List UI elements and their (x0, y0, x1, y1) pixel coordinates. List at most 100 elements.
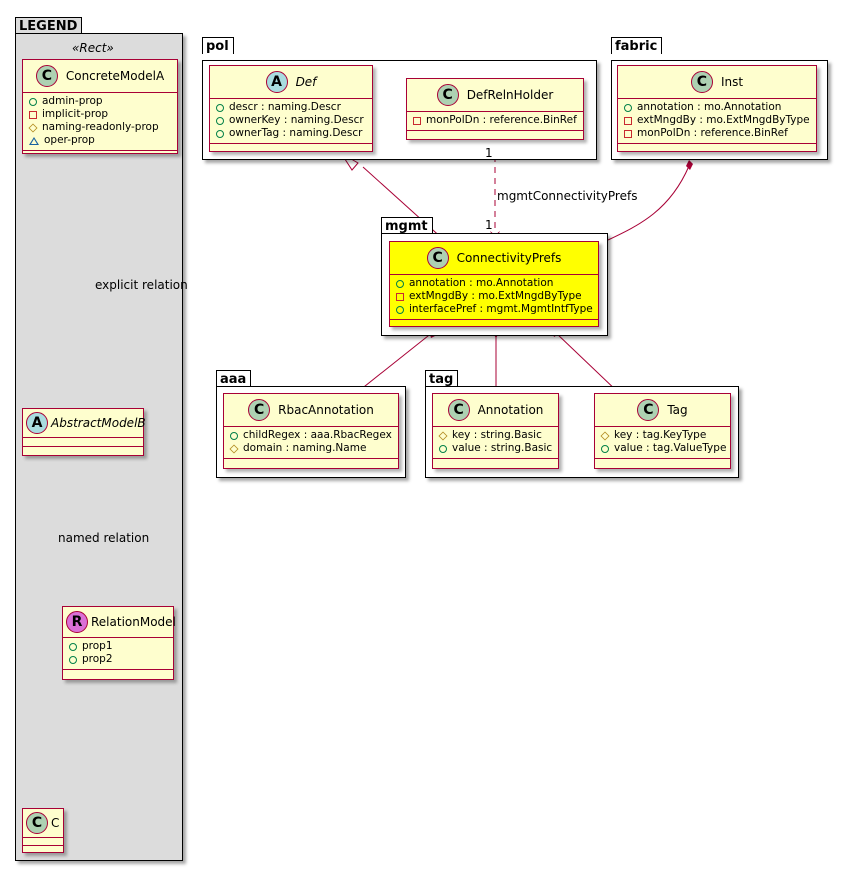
public-visibility-icon (69, 642, 77, 651)
private-visibility-icon (396, 292, 404, 301)
attribute-text: childRegex : aaa.RbacRegex (243, 429, 392, 441)
inst-composition-diamond (686, 160, 693, 170)
attribute-row: implicit-prop (29, 108, 177, 121)
class-header: C Tag (595, 394, 730, 427)
public-visibility-icon (396, 305, 404, 314)
class-def[interactable]: A Def descr : naming.Descr ownerKey : na… (209, 65, 373, 152)
attribute-text: prop1 (82, 640, 113, 652)
class-methods (407, 131, 583, 139)
attribute-text: value : tag.ValueType (614, 442, 727, 454)
private-visibility-icon (29, 110, 37, 119)
class-name: DefRelnHolder (466, 88, 554, 102)
class-badge-icon: C (248, 399, 271, 421)
class-badge-icon: C (35, 65, 58, 87)
class-name: RelationModel (91, 615, 176, 629)
attribute-text: admin-prop (42, 95, 103, 107)
attribute-text: interfacePref : mgmt.MgmtIntfType (409, 303, 593, 315)
class-c[interactable]: C C (22, 808, 64, 853)
attribute-text: key : string.Basic (452, 429, 542, 441)
attribute-text: key : tag.KeyType (614, 429, 707, 441)
protected-visibility-icon (438, 430, 448, 441)
class-attributes: prop1 prop2 (63, 638, 173, 670)
class-header: C DefRelnHolder (407, 79, 583, 112)
class-defrelnholder[interactable]: C DefRelnHolder monPolDn : reference.Bin… (406, 78, 584, 140)
class-concrete-model-a[interactable]: C ConcreteModelA admin-prop implicit-pro… (22, 59, 178, 154)
public-visibility-icon (396, 279, 404, 288)
rbac-composition-line (354, 331, 434, 395)
explicit-relation-label: explicit relation (95, 278, 188, 292)
class-header: R RelationModel (63, 607, 176, 638)
attribute-row: monPolDn : reference.BinRef (413, 114, 583, 127)
class-abstract-model-b[interactable]: A AbstractModelB (22, 408, 146, 456)
public-visibility-icon (216, 116, 224, 125)
class-attributes: annotation : mo.Annotation extMngdBy : m… (390, 275, 598, 320)
class-badge-icon: C (26, 812, 48, 834)
class-tag[interactable]: C Tag key : tag.KeyType value : tag.Valu… (594, 393, 731, 469)
class-attributes: monPolDn : reference.BinRef (407, 112, 583, 131)
attribute-row: interfacePref : mgmt.MgmtIntfType (396, 303, 598, 316)
abstract-badge-icon: A (26, 412, 48, 434)
class-methods (210, 144, 372, 152)
protected-visibility-icon (600, 430, 610, 441)
public-visibility-icon (230, 431, 238, 440)
class-methods (224, 459, 398, 467)
attribute-row: annotation : mo.Annotation (624, 101, 816, 114)
class-methods (433, 459, 558, 467)
attribute-row: descr : naming.Descr (216, 101, 372, 114)
class-attributes (23, 838, 63, 846)
class-name: ConnectivityPrefs (456, 251, 562, 265)
package-tag-label: tag (425, 370, 459, 387)
package-mgmt-label: mgmt (381, 217, 433, 234)
attribute-row: key : tag.KeyType (600, 429, 730, 442)
class-annotation[interactable]: C Annotation key : string.Basic value : … (432, 393, 559, 469)
attribute-row: naming-readonly-prop (28, 121, 177, 134)
private-visibility-icon (624, 116, 632, 125)
class-methods (63, 670, 173, 678)
class-header: C RbacAnnotation (224, 394, 398, 427)
public-visibility-icon (624, 103, 632, 112)
mgmt-connectivity-prefs-label: mgmtConnectivityPrefs (497, 189, 638, 203)
class-connectivityprefs[interactable]: C ConnectivityPrefs annotation : mo.Anno… (389, 241, 599, 327)
attribute-row: annotation : mo.Annotation (396, 277, 598, 290)
public-visibility-icon (601, 444, 609, 453)
class-name: Inst (720, 75, 744, 89)
class-attributes: childRegex : aaa.RbacRegex domain : nami… (224, 427, 398, 459)
class-badge-icon: C (447, 399, 470, 421)
attribute-row: childRegex : aaa.RbacRegex (230, 429, 398, 442)
abstract-badge-icon: A (265, 71, 288, 93)
tag-composition-line (554, 331, 621, 395)
attribute-row: extMngdBy : mo.ExtMngdByType (396, 290, 598, 303)
class-methods (23, 447, 143, 455)
relation-badge-icon: R (66, 611, 88, 633)
class-relation-model[interactable]: R RelationModel prop1 prop2 (62, 606, 176, 680)
class-methods (23, 151, 177, 159)
attribute-row: value : tag.ValueType (601, 442, 730, 455)
class-name: Def (295, 75, 317, 89)
class-methods (23, 846, 63, 852)
attribute-row: admin-prop (29, 95, 177, 108)
private-visibility-icon (413, 116, 421, 125)
attribute-row: key : string.Basic (438, 429, 558, 442)
attribute-text: domain : naming.Name (243, 442, 367, 454)
class-header: C C (23, 809, 63, 838)
attribute-text: value : string.Basic (452, 442, 553, 454)
class-header: C Inst (618, 66, 816, 99)
public-visibility-icon (216, 103, 224, 112)
attribute-row: monPolDn : reference.BinRef (624, 127, 816, 140)
class-header: C Annotation (433, 394, 558, 427)
public-visibility-icon (439, 444, 447, 453)
class-rbacannotation[interactable]: C RbacAnnotation childRegex : aaa.RbacRe… (223, 393, 399, 469)
package-pol-label: pol (202, 37, 234, 54)
class-name: C (51, 816, 60, 830)
attribute-row: ownerTag : naming.Descr (216, 127, 372, 140)
class-attributes (23, 438, 143, 447)
attribute-text: annotation : mo.Annotation (409, 277, 554, 289)
attribute-text: descr : naming.Descr (229, 101, 341, 113)
private-visibility-icon (624, 129, 632, 138)
attribute-text: extMngdBy : mo.ExtMngdByType (409, 290, 582, 302)
class-attributes: key : tag.KeyType value : tag.ValueType (595, 427, 730, 459)
package-aaa-label: aaa (216, 370, 252, 387)
class-inst[interactable]: C Inst annotation : mo.Annotation extMng… (617, 65, 817, 152)
multiplicity-target: 1 (485, 218, 493, 232)
class-header: A AbstractModelB (23, 409, 146, 438)
